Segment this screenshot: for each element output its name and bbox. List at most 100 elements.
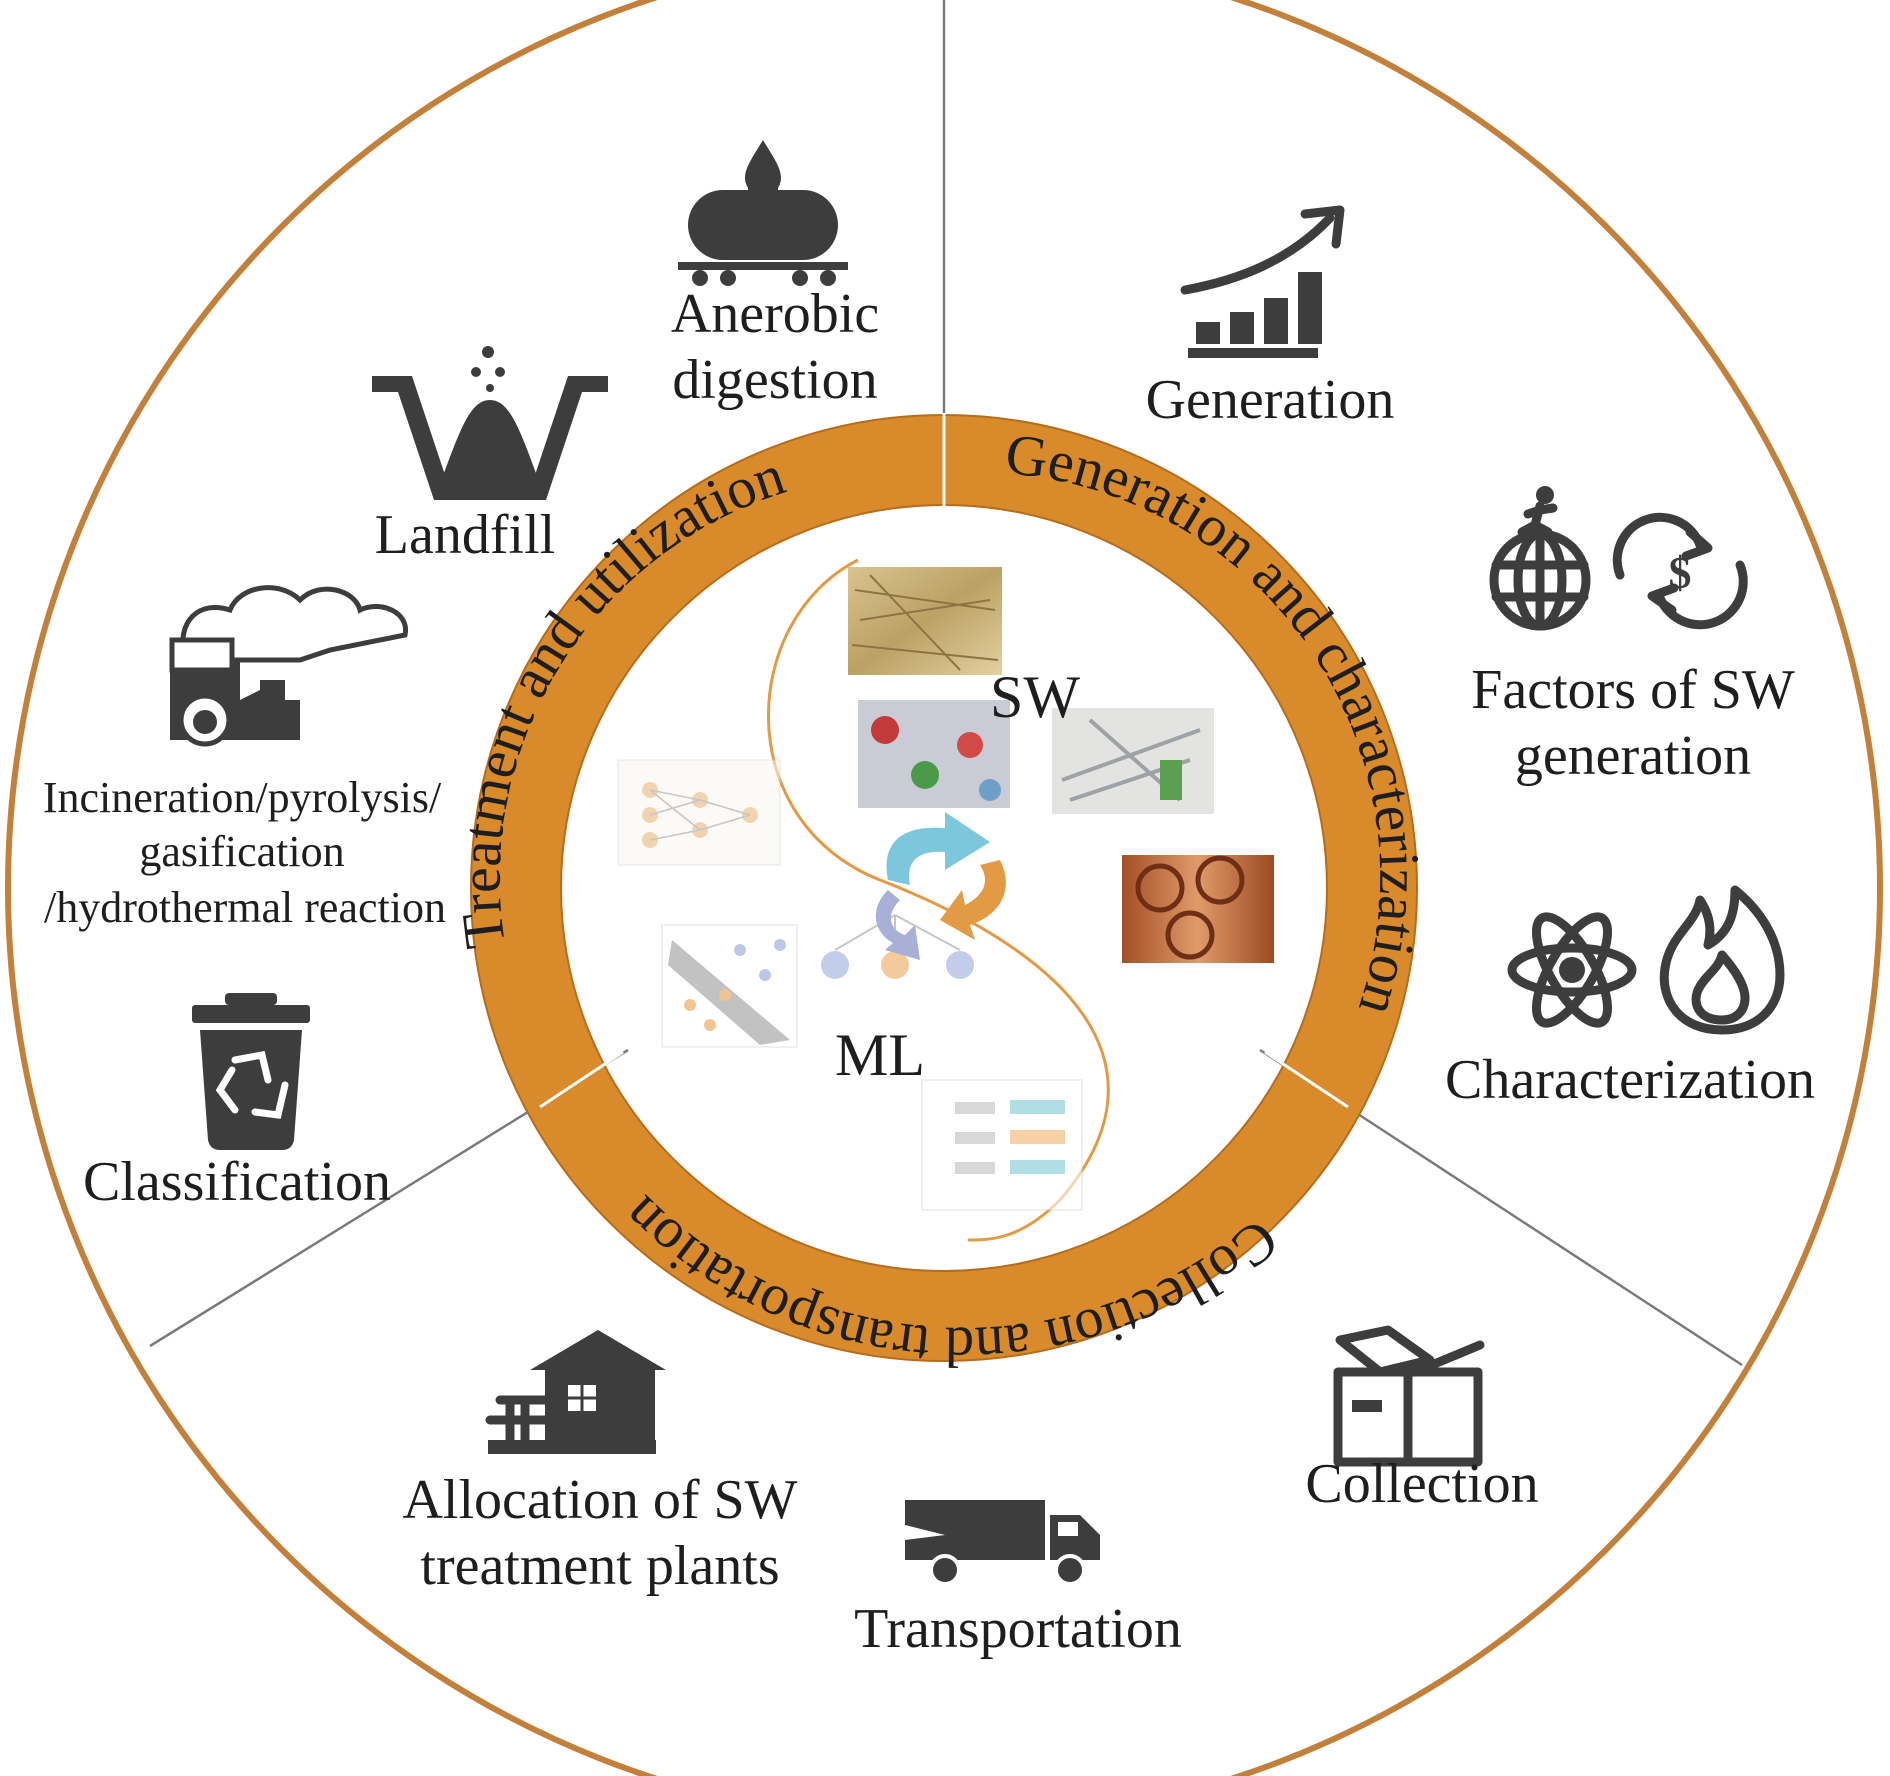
atom-orbit-2 [1531,912,1613,1028]
landfill-icon [372,346,608,500]
core-curve [766,558,1110,1242]
cycle-arrow-left [875,890,920,960]
landfill-mound [440,400,540,484]
tank-wheel-4 [820,270,836,286]
chart-bar-3 [1264,298,1288,344]
nn-edges [649,789,751,841]
plant-pipes [485,1395,550,1445]
bottle-green-1 [911,761,939,789]
label-generation: Generation [1146,369,1395,431]
ring-gap-right [1264,1050,1349,1109]
runner-body [1517,501,1558,537]
svm-pt-3 [719,989,731,1001]
landfill-dot-4 [486,384,494,392]
chart-arrow-head [1300,205,1345,249]
house-roof [530,1330,666,1370]
cycle-arrow-right [940,860,1006,940]
label-incineration-line2: gasification [139,827,344,876]
label-collection: Collection [1305,1453,1538,1515]
pipe-end-1 [1135,863,1185,913]
tank-wheel-3 [792,270,808,286]
bottle-red-2 [957,732,983,758]
flame-inner [1691,950,1750,1025]
chart-arrow-curve [1180,213,1335,295]
tank-wheel-1 [692,270,708,286]
landfill-dot-2 [471,367,481,377]
bin-handle [225,993,277,1005]
atom-icon [1507,912,1637,1028]
rf-tree-2 [881,951,909,979]
label-characterization: Characterization [1445,1049,1815,1111]
truck-wheel-rear [929,1554,961,1586]
globe-latitudes [1491,529,1589,631]
ga-chrom-2 [1010,1130,1065,1144]
flame-outer [1659,885,1785,1035]
atom-orbit-3 [1531,912,1613,1028]
green-bottle [1160,760,1182,800]
straw-texture [851,574,999,671]
ga-step-2 [955,1132,995,1144]
ga-step-3 [955,1162,995,1174]
factory-furnace-core [193,710,217,734]
genetic-algorithm-diagram [921,1079,1083,1211]
landfill-dot-1 [482,346,494,358]
ring-gap-left [539,1050,624,1109]
recycle-bin-icon [192,993,310,1150]
house-wall [545,1370,655,1440]
tank-wheel-2 [720,270,736,286]
core-label-sw: SW [990,664,1080,730]
house-window-cross [568,1385,596,1411]
container-icon [1333,1325,1485,1467]
bottle-red-1 [871,716,899,744]
truck-wheel-front [1054,1554,1086,1586]
chart-base [1188,348,1318,358]
rf-tree-3 [946,951,974,979]
flame-icon [1659,885,1785,1035]
svm-pt-4 [734,944,746,956]
ga-chrom-3 [1010,1160,1065,1174]
core-illustration: SW ML [617,558,1274,1242]
factory-icon [169,585,408,747]
svm-diagram [661,924,798,1048]
dollar-cycle-head-1 [1681,527,1713,561]
runner-head [1536,486,1554,504]
container-slot [1352,1400,1382,1412]
growth-chart-icon [1180,205,1345,358]
pipe-end-3 [1165,910,1215,960]
label-anaerobic-line1: Anerobic [671,283,879,345]
container-lid-right [1410,1340,1485,1377]
dollar-cycle-head-2 [1647,583,1679,615]
bin-lid [192,1005,310,1023]
chart-bar-2 [1230,312,1254,344]
svm-pt-6 [774,939,786,951]
label-anaerobic-line2: digestion [672,349,877,411]
label-factors-line2: generation [1515,725,1751,787]
factory-chimney [169,637,235,673]
label-incineration-line1: Incineration/pyrolysis/ [43,773,442,822]
container-body [1333,1367,1483,1467]
label-transportation: Transportation [854,1598,1182,1660]
svm-pt-1 [684,999,696,1011]
tank-chassis [678,262,848,270]
ga-chrom-1 [1010,1100,1065,1114]
bin-body [200,1030,302,1150]
rf-tree-1 [821,951,849,979]
dollar-sign: $ [1669,547,1692,598]
cycle-arrow-top [886,812,990,885]
atom-orbit-1 [1507,943,1637,997]
cycle-arrows-icon [875,812,1006,960]
svm-pt-5 [759,969,771,981]
tank-body [688,190,838,260]
truck-cab-window [1058,1522,1078,1536]
label-classification: Classification [83,1151,391,1213]
bin-recycle-symbol [215,1050,289,1119]
factory-smoke [180,585,408,663]
core-label-ml: ML [835,1022,925,1088]
chart-bar-4 [1298,272,1322,344]
plant-house-icon [485,1330,666,1454]
pipe-end-2 [1195,855,1245,905]
container-lid [1335,1325,1435,1377]
ga-frame [921,1079,1083,1211]
svm-pt-2 [704,1019,716,1031]
